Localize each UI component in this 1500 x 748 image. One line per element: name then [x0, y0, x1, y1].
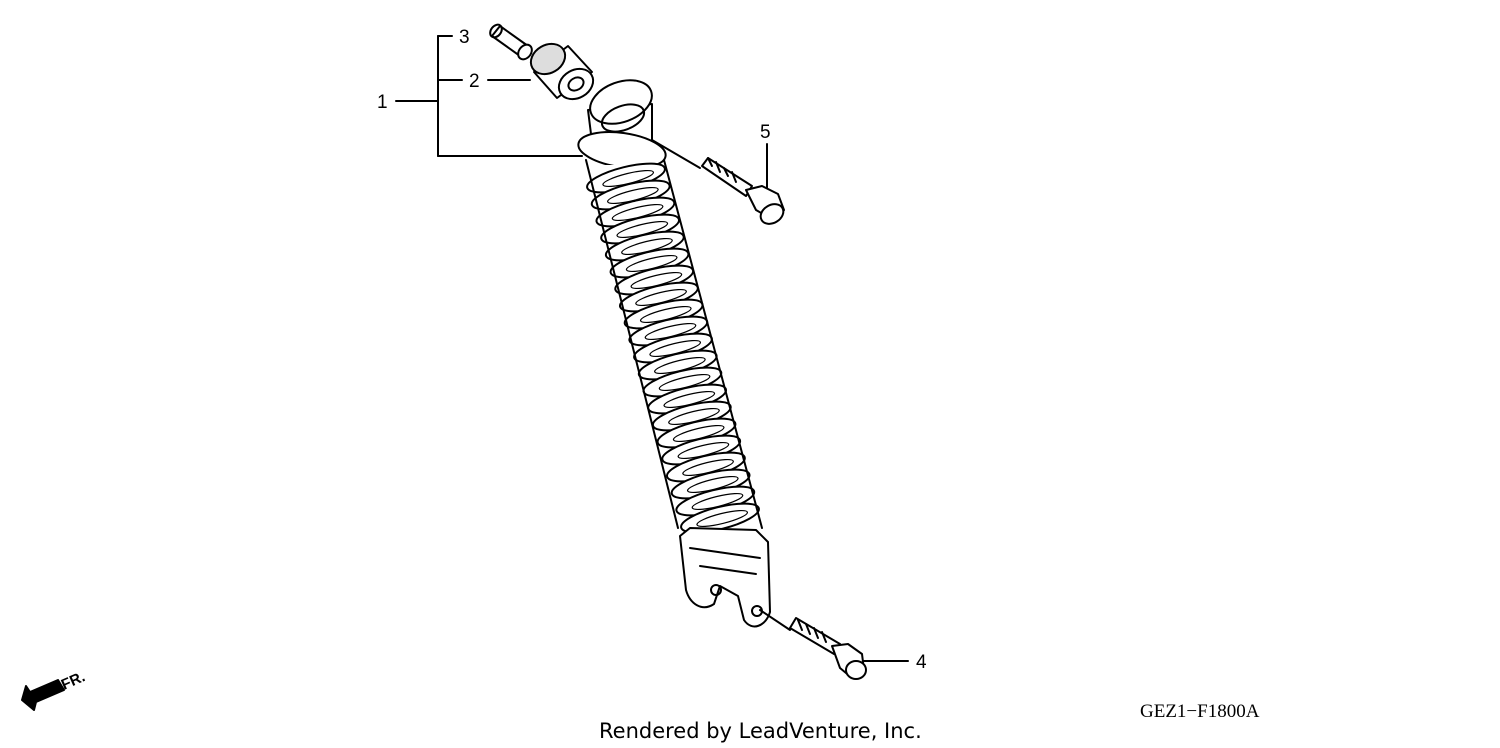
spring-coil-inner	[696, 509, 749, 528]
collar-part-3	[489, 23, 533, 61]
callout-1: 1	[377, 92, 388, 113]
callout-2: 2	[469, 71, 480, 92]
front-direction-label: FR.	[59, 668, 88, 693]
callout-3: 3	[459, 27, 470, 48]
callout-bracket	[395, 35, 909, 662]
spring-coils	[586, 162, 760, 534]
figure-code: GEZ1−F1800A	[1140, 701, 1260, 722]
upper-bolt-part-5	[651, 139, 785, 225]
callout-4: 4	[916, 652, 927, 673]
rear-shock-absorber-part-1	[577, 79, 771, 628]
front-direction-arrow-icon	[21, 679, 65, 711]
callout-5: 5	[760, 122, 771, 143]
rubber-bush-part-2	[529, 42, 595, 101]
credit-text: Rendered by LeadVenture, Inc.	[599, 719, 922, 743]
lower-bolt-part-4	[759, 609, 867, 680]
